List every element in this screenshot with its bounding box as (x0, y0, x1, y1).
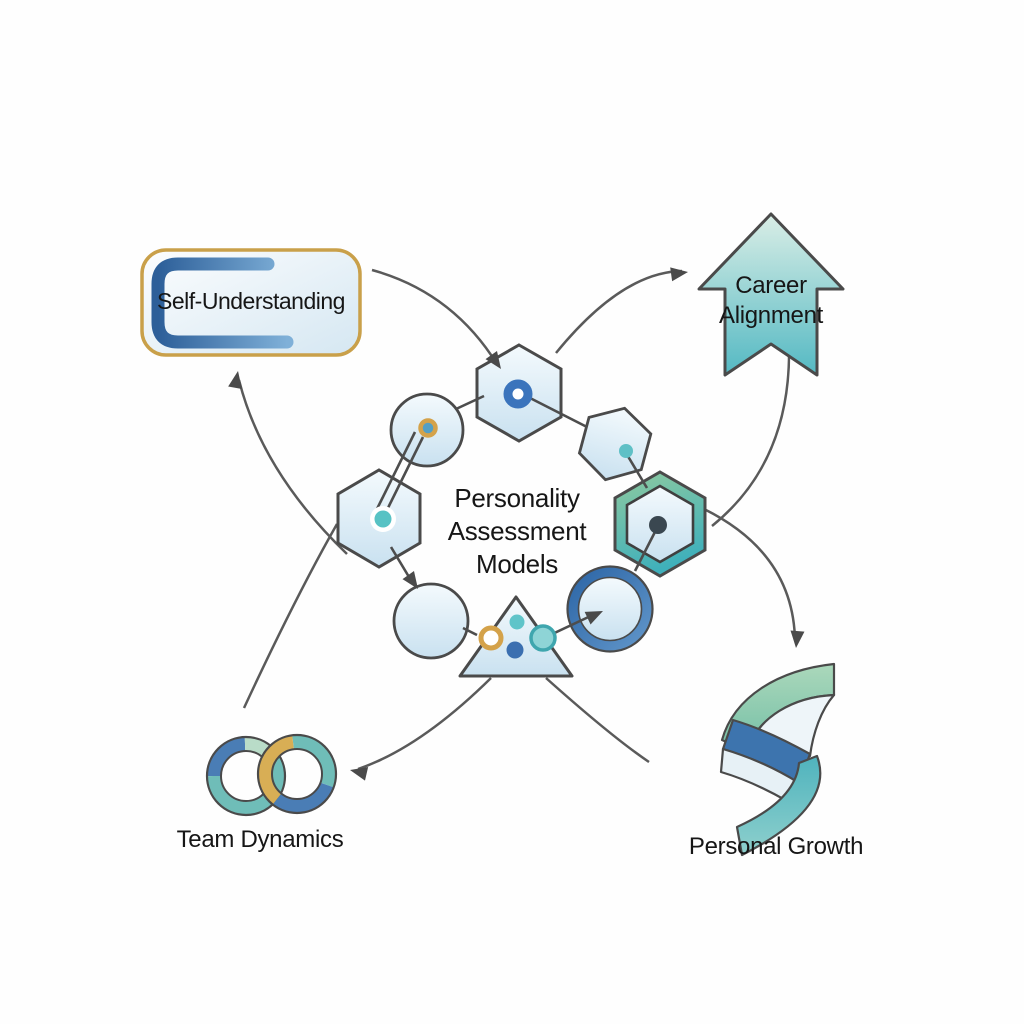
hexagon-node-top-right (577, 406, 653, 482)
interlocking-rings-icon (205, 733, 338, 817)
self-understanding-label: Self-Understanding (157, 288, 345, 314)
triangle-teal-dot-icon (509, 614, 525, 630)
teal-dot-icon (619, 444, 633, 458)
spiral-ribbon-icon (719, 662, 836, 857)
connector-left-hex-double-a (383, 436, 425, 515)
center-title-line2: Assessment (447, 516, 587, 546)
blue-ring-inner-fill (578, 577, 642, 641)
rounded-badge-icon (140, 248, 362, 357)
gold-ring-dot-icon (418, 418, 438, 438)
arc-career-alignment-to-center (711, 346, 791, 527)
career-alignment-label: Career Alignment (718, 272, 824, 329)
arrowhead-to-personal-growth (790, 630, 805, 648)
arc-center-to-team-dynamics (357, 677, 492, 771)
left-ring-teal-arc (207, 756, 285, 815)
right-ring-blue-arc (272, 782, 334, 813)
center-title-line1: Personality (454, 483, 580, 513)
blue-ring-inner-outline (577, 576, 643, 642)
white-ring-dot-icon (370, 506, 396, 532)
blue-ring (567, 566, 653, 652)
right-ring-inner-outline (271, 748, 323, 800)
right-ring (256, 733, 338, 815)
white-ring-core (374, 510, 392, 528)
team-dynamics-label: Team Dynamics (176, 826, 344, 853)
arc-center-to-career-alignment (555, 269, 683, 354)
self-understanding-badge (140, 248, 362, 357)
arrowhead-to-career-alignment (670, 267, 688, 282)
connector-gold-ring-to-circle (462, 626, 478, 637)
left-ring-outer-outline (205, 735, 287, 817)
arrowhead-to-team-dynamics (350, 767, 369, 781)
personal-growth-label: Personal Growth (688, 833, 864, 860)
right-ring-gold-arc (257, 735, 295, 805)
arc-triangle-to-personal-growth (545, 677, 650, 764)
circle-node-bottom-left (392, 582, 470, 660)
left-ring-blue-arc (207, 737, 246, 777)
right-ring-teal-arc (292, 734, 336, 788)
connector-tr-hex-to-teal-hex (624, 452, 649, 489)
connector-circle-to-top-hex (455, 394, 485, 411)
connector-teal-hex-to-blue-ring (633, 527, 659, 572)
blue-donut-icon (503, 379, 533, 409)
center-title-line3: Models (475, 549, 558, 579)
arrowhead-into-top-hex (485, 351, 501, 369)
arc-self-understanding-to-center (371, 268, 499, 365)
triangle-teal-circle-icon (529, 624, 557, 652)
circle-node-blue-ring (566, 565, 654, 653)
arrowhead-into-blue-ring (584, 611, 603, 625)
center-title: Personality Assessment Models (417, 482, 617, 581)
arc-center-to-self-understanding (237, 379, 348, 555)
blue-ring-outer-outline (566, 565, 654, 653)
blue-bracket-icon (151, 257, 294, 349)
arc-center-to-personal-growth (703, 507, 797, 641)
dark-dot-icon (649, 516, 667, 534)
right-ring-outer-outline (256, 733, 338, 815)
triangle-blue-dot-icon (506, 641, 524, 659)
arrowhead-into-bottom-circle (402, 571, 418, 589)
connector-left-hex-double-b (375, 431, 417, 510)
triangle-gold-ring-icon (478, 625, 504, 651)
spiral-teal-band (735, 754, 822, 857)
connector-top-hex-to-tr-hex (529, 396, 588, 429)
arrowhead-to-self-understanding (228, 371, 242, 389)
arc-team-dynamics-to-center (242, 523, 339, 709)
up-arrow-banner-icon (697, 212, 845, 377)
